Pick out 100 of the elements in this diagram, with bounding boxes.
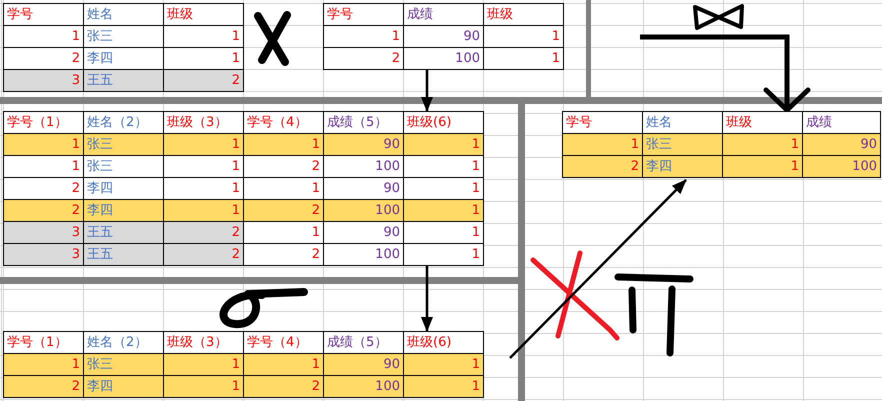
header-cell: 姓名（2） xyxy=(84,332,164,354)
data-cell: 1 xyxy=(164,26,244,48)
header-cell: 学号 xyxy=(324,4,404,26)
data-cell: 1 xyxy=(164,178,244,200)
data-cell: 1 xyxy=(4,156,84,178)
data-cell: 2 xyxy=(164,244,244,266)
data-cell: 100 xyxy=(324,200,404,222)
data-cell: 张三 xyxy=(84,26,164,48)
data-cell: 3 xyxy=(4,70,84,92)
data-cell: 1 xyxy=(4,134,84,156)
data-cell: 100 xyxy=(803,156,881,178)
header-cell: 班级(6) xyxy=(404,112,484,134)
data-cell: 90 xyxy=(324,178,404,200)
data-cell: 李四 xyxy=(643,156,723,178)
data-cell: 2 xyxy=(244,376,324,398)
data-cell: 90 xyxy=(404,26,484,48)
data-cell: 1 xyxy=(404,200,484,222)
data-cell: 1 xyxy=(723,134,803,156)
header-cell: 学号（1） xyxy=(4,112,84,134)
data-cell: 2 xyxy=(324,48,404,70)
data-cell: 1 xyxy=(4,26,84,48)
data-cell: 张三 xyxy=(84,156,164,178)
data-cell: 1 xyxy=(404,244,484,266)
data-cell: 2 xyxy=(4,200,84,222)
data-table xyxy=(562,111,881,178)
arrow xyxy=(640,34,810,112)
data-cell: 1 xyxy=(4,354,84,376)
data-cell: 1 xyxy=(404,354,484,376)
header-cell: 班级 xyxy=(164,4,244,26)
header-cell: 学号（1） xyxy=(4,332,84,354)
data-cell: 1 xyxy=(164,376,244,398)
data-cell: 100 xyxy=(324,156,404,178)
header-cell: 学号（4） xyxy=(244,332,324,354)
data-cell: 1 xyxy=(244,354,324,376)
data-cell: 李四 xyxy=(84,48,164,70)
data-table xyxy=(3,3,244,92)
data-cell: 1 xyxy=(404,156,484,178)
header-cell: 姓名 xyxy=(643,112,723,134)
data-cell: 1 xyxy=(164,134,244,156)
data-cell: 2 xyxy=(164,70,244,92)
header-cell: 学号 xyxy=(4,4,84,26)
data-cell: 1 xyxy=(164,354,244,376)
header-cell: 班级(6) xyxy=(404,332,484,354)
header-cell: 班级 xyxy=(723,112,803,134)
header-cell: 成绩（5） xyxy=(324,332,404,354)
data-cell: 2 xyxy=(244,200,324,222)
data-cell: 王五 xyxy=(84,222,164,244)
data-cell: 李四 xyxy=(84,376,164,398)
arrow xyxy=(421,70,433,112)
data-cell: 90 xyxy=(324,354,404,376)
data-cell: 张三 xyxy=(84,134,164,156)
data-cell: 1 xyxy=(244,178,324,200)
data-cell: 90 xyxy=(803,134,881,156)
data-cell: 1 xyxy=(563,134,643,156)
header-cell: 学号 xyxy=(563,112,643,134)
header-cell: 成绩（5） xyxy=(324,112,404,134)
data-cell: 100 xyxy=(324,376,404,398)
header-cell: 成绩 xyxy=(404,4,484,26)
data-cell: 张三 xyxy=(643,134,723,156)
header-cell: 姓名 xyxy=(84,4,164,26)
data-cell: 1 xyxy=(404,376,484,398)
data-cell: 2 xyxy=(244,156,324,178)
data-cell: 2 xyxy=(244,244,324,266)
arrow xyxy=(509,179,687,359)
data-cell: 2 xyxy=(164,222,244,244)
header-cell: 成绩 xyxy=(803,112,881,134)
header-cell: 班级 xyxy=(484,4,564,26)
data-cell: 1 xyxy=(484,26,564,48)
data-cell: 1 xyxy=(164,48,244,70)
data-cell: 1 xyxy=(244,134,324,156)
data-cell: 1 xyxy=(404,178,484,200)
data-cell: 1 xyxy=(484,48,564,70)
data-cell: 3 xyxy=(4,244,84,266)
header-cell: 姓名（2） xyxy=(84,112,164,134)
data-table xyxy=(323,3,564,70)
data-cell: 90 xyxy=(324,134,404,156)
data-cell: 李四 xyxy=(84,200,164,222)
data-cell: 2 xyxy=(4,376,84,398)
header-cell: 班级（3） xyxy=(164,112,244,134)
data-cell: 王五 xyxy=(84,70,164,92)
data-cell: 3 xyxy=(4,222,84,244)
data-cell: 1 xyxy=(324,26,404,48)
data-cell: 1 xyxy=(723,156,803,178)
header-cell: 班级（3） xyxy=(164,332,244,354)
data-cell: 2 xyxy=(4,48,84,70)
arrow xyxy=(421,266,433,332)
header-cell: 学号（4） xyxy=(244,112,324,134)
data-cell: 90 xyxy=(324,222,404,244)
data-cell: 1 xyxy=(244,222,324,244)
data-table xyxy=(3,111,484,266)
data-cell: 1 xyxy=(404,134,484,156)
data-cell: 2 xyxy=(4,178,84,200)
data-cell: 2 xyxy=(563,156,643,178)
data-cell: 张三 xyxy=(84,354,164,376)
data-cell: 王五 xyxy=(84,244,164,266)
data-cell: 1 xyxy=(164,200,244,222)
data-cell: 100 xyxy=(324,244,404,266)
data-cell: 李四 xyxy=(84,178,164,200)
data-table xyxy=(3,331,484,398)
data-cell: 100 xyxy=(404,48,484,70)
